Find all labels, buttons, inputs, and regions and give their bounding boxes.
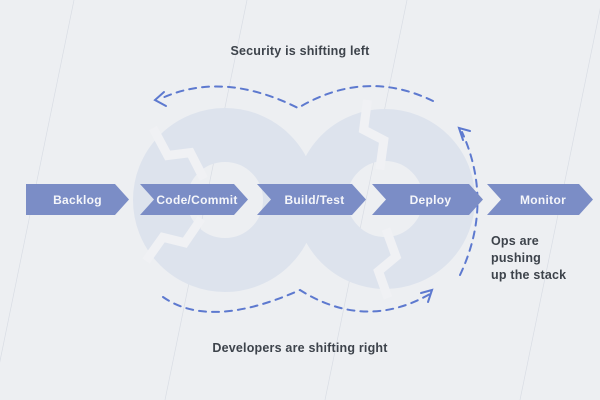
stage-build-test: Build/Test xyxy=(257,184,366,215)
stage-monitor: Monitor xyxy=(487,184,593,215)
dashed-left-arrow-icon xyxy=(153,85,434,110)
annotation-ops-line1: Ops are pushing xyxy=(491,234,542,265)
annotation-security-shift-left: Security is shifting left xyxy=(230,44,370,58)
dashed-up-arrow-icon xyxy=(457,126,479,276)
annotation-developers-shift-right: Developers are shifting right xyxy=(212,341,388,355)
stage-backlog: Backlog xyxy=(26,184,129,215)
dashed-right-arrow-icon xyxy=(162,288,434,313)
annotation-ops-push-up: Ops are pushing up the stack xyxy=(491,233,591,284)
stage-code-commit: Code/Commit xyxy=(140,184,248,215)
annotation-ops-line2: up the stack xyxy=(491,268,567,282)
stage-deploy: Deploy xyxy=(372,184,483,215)
